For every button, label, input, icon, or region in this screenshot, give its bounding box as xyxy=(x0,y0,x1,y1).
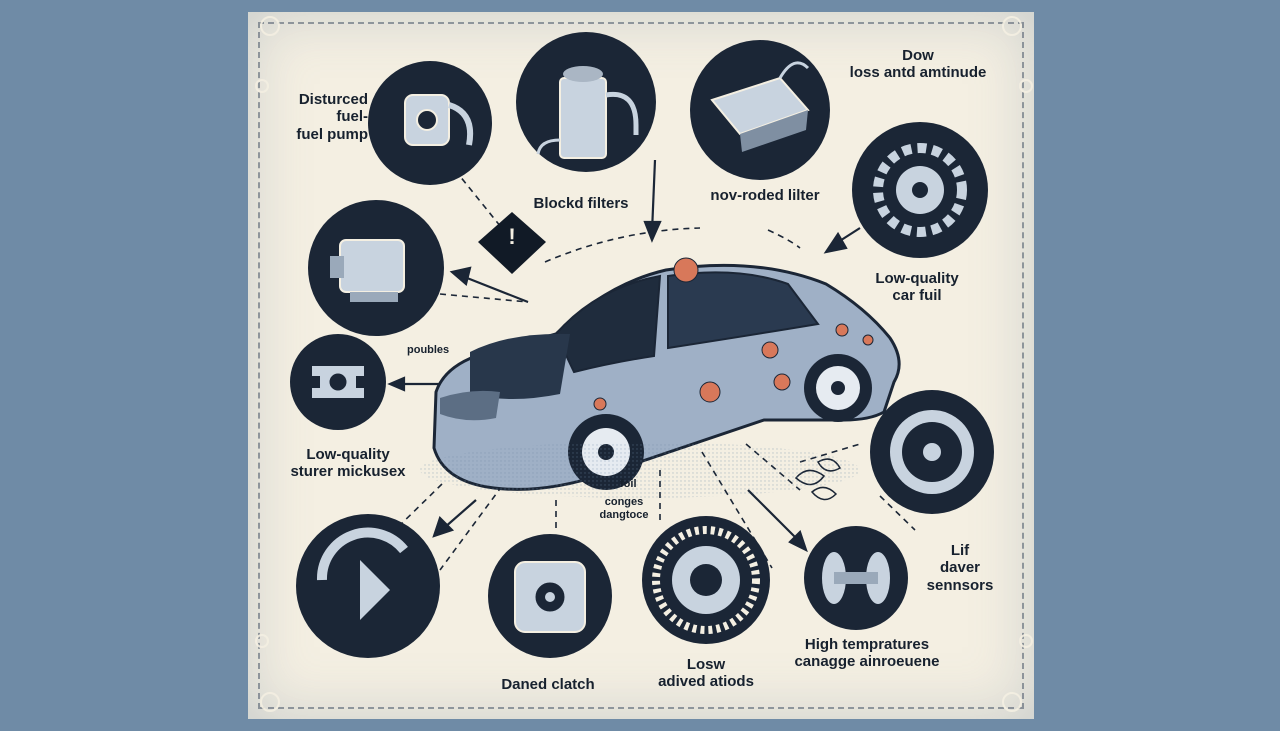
label-dow-loss: Dow loss antd amtinude xyxy=(849,47,987,82)
label-non-roded-filter: nov-roded lilter xyxy=(710,187,820,204)
label-fuel-pump: Disturced fuel- fuel pump xyxy=(296,91,368,143)
label-blocked-filters: Blockd filters xyxy=(533,195,629,212)
gear-sensor-icon xyxy=(852,122,988,258)
engine-block-icon xyxy=(308,200,444,336)
label-high-temperatures: High tempratures canagge ainroeuene xyxy=(794,636,940,671)
label-lift-sensors: Lif daver sennsors xyxy=(926,542,994,594)
label-foil: foil xyxy=(620,478,637,490)
label-poubles: poubles xyxy=(407,344,450,356)
label-low-quality-sensor: Low-quality sturer mickusex xyxy=(290,446,406,481)
fuel-can-icon xyxy=(516,32,656,172)
shock-sensor-icon xyxy=(804,526,908,630)
filter-box-icon xyxy=(690,40,830,180)
label-low-advised: Losw adived atiods xyxy=(658,656,754,691)
warning-sign xyxy=(478,212,546,274)
clutch-plate-icon xyxy=(488,534,612,658)
label-low-quality-fuel: Low-quality car fuil xyxy=(875,270,959,305)
car-components xyxy=(593,257,874,411)
label-damaged-clutch: Daned clatch xyxy=(501,676,595,693)
brake-disc-icon xyxy=(642,516,770,644)
wheel-rotor-icon xyxy=(870,390,994,514)
car-illustration xyxy=(420,257,901,498)
label-conges: conges dangtoce xyxy=(599,496,649,521)
warning-symbol: ! xyxy=(508,224,516,249)
bracket-flange-icon xyxy=(290,334,386,430)
steering-pedal-icon xyxy=(296,514,440,658)
corner-ornaments xyxy=(255,16,1033,712)
fuel-pump-icon xyxy=(368,61,492,185)
arrows xyxy=(387,159,861,553)
